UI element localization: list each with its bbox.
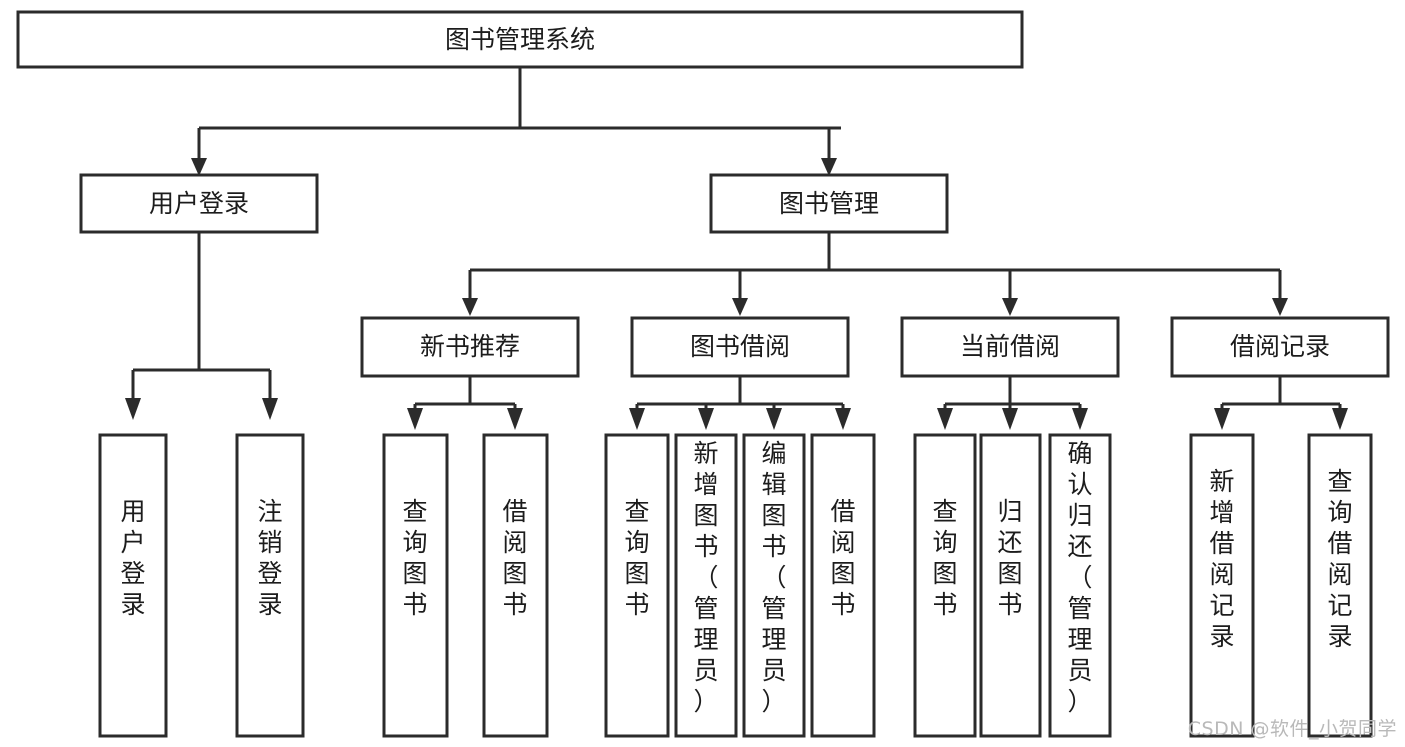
- node-leaf-add-book-admin[interactable]: 新增图书（管理员）: [674, 433, 738, 738]
- node-leaf-return-book[interactable]: 归还图书: [979, 433, 1042, 738]
- node-leaf-borrow-book-recommend[interactable]: 借阅图书: [482, 433, 549, 738]
- node-leaf-return-book-box[interactable]: [979, 433, 1042, 738]
- node-user-login-box[interactable]: [79, 173, 319, 234]
- node-new-book-recommend-box[interactable]: [360, 316, 580, 378]
- node-leaf-confirm-return-admin[interactable]: 确认归还（管理员）: [1048, 433, 1112, 738]
- node-leaf-edit-book-admin[interactable]: 编辑图书（管理员）: [742, 433, 806, 738]
- node-leaf-confirm-return-admin-box[interactable]: [1048, 433, 1112, 738]
- node-leaf-add-book-admin-label: 新增图书（管理员）: [693, 439, 718, 716]
- connector-root-to-level2: [191, 67, 841, 176]
- node-book-borrow[interactable]: 图书借阅: [630, 316, 850, 378]
- node-leaf-add-borrow-record-box[interactable]: [1189, 433, 1255, 738]
- node-leaf-logout-label: 注销登录: [257, 497, 282, 619]
- node-current-borrow-label: 当前借阅: [960, 332, 1060, 361]
- node-leaf-query-book-current[interactable]: 查询图书: [913, 433, 977, 738]
- node-leaf-logout-box[interactable]: [235, 433, 305, 738]
- node-leaf-borrow-book-recommend-label: 借阅图书: [502, 497, 527, 619]
- node-leaf-logout[interactable]: 注销登录: [235, 433, 305, 738]
- node-book-borrow-label: 图书借阅: [690, 332, 790, 361]
- node-current-borrow-box[interactable]: [900, 316, 1120, 378]
- node-new-book-recommend-label: 新书推荐: [420, 332, 520, 361]
- connector-new-book-to-leaves: [407, 376, 523, 430]
- connector-current-borrow-to-leaves: [937, 376, 1088, 430]
- node-user-login[interactable]: 用户登录: [79, 173, 319, 234]
- node-book-management[interactable]: 图书管理: [709, 173, 949, 234]
- node-leaf-query-book-current-box[interactable]: [913, 433, 977, 738]
- node-book-borrow-box[interactable]: [630, 316, 850, 378]
- node-leaf-query-book-borrow-label: 查询图书: [624, 497, 649, 619]
- node-leaf-query-book-current-label: 查询图书: [932, 497, 957, 619]
- node-user-login-label: 用户登录: [149, 189, 249, 218]
- node-leaf-borrow-book-recommend-box[interactable]: [482, 433, 549, 738]
- node-book-management-label: 图书管理: [779, 189, 879, 218]
- node-leaf-query-borrow-record-box[interactable]: [1307, 433, 1373, 738]
- node-leaf-query-book-recommend-label: 查询图书: [402, 497, 427, 619]
- connector-borrow-record-to-leaves: [1214, 376, 1348, 430]
- node-leaf-user-login[interactable]: 用户登录: [98, 433, 168, 738]
- node-leaf-add-book-admin-box[interactable]: [674, 433, 738, 738]
- node-leaf-borrow-book-label: 借阅图书: [830, 497, 855, 619]
- node-leaf-edit-book-admin-box[interactable]: [742, 433, 806, 738]
- node-leaf-add-borrow-record[interactable]: 新增借阅记录: [1189, 433, 1255, 738]
- node-leaf-query-borrow-record-label: 查询借阅记录: [1327, 467, 1352, 651]
- node-root-box[interactable]: [16, 10, 1024, 69]
- connector-user-login-to-leaves: [125, 232, 278, 420]
- node-book-management-box[interactable]: [709, 173, 949, 234]
- node-leaf-add-borrow-record-label: 新增借阅记录: [1209, 467, 1234, 651]
- node-leaf-query-borrow-record[interactable]: 查询借阅记录: [1307, 433, 1373, 738]
- node-leaf-query-book-borrow-box[interactable]: [604, 433, 670, 738]
- node-leaf-return-book-label: 归还图书: [997, 497, 1022, 619]
- node-borrow-record[interactable]: 借阅记录: [1170, 316, 1390, 378]
- node-borrow-record-box[interactable]: [1170, 316, 1390, 378]
- node-leaf-query-book-recommend[interactable]: 查询图书: [382, 433, 449, 738]
- connector-book-mgmt-to-level3: [462, 232, 1288, 316]
- connector-book-borrow-to-leaves: [629, 376, 851, 430]
- node-root[interactable]: 图书管理系统: [16, 10, 1024, 69]
- node-leaf-user-login-label: 用户登录: [120, 497, 145, 619]
- node-leaf-user-login-box[interactable]: [98, 433, 168, 738]
- node-leaf-query-book-recommend-box[interactable]: [382, 433, 449, 738]
- node-leaf-query-book-borrow[interactable]: 查询图书: [604, 433, 670, 738]
- node-borrow-record-label: 借阅记录: [1230, 332, 1330, 361]
- node-new-book-recommend[interactable]: 新书推荐: [360, 316, 580, 378]
- node-leaf-confirm-return-admin-label: 确认归还（管理员）: [1067, 439, 1092, 716]
- node-leaf-borrow-book[interactable]: 借阅图书: [810, 433, 876, 738]
- node-current-borrow[interactable]: 当前借阅: [900, 316, 1120, 378]
- node-leaf-edit-book-admin-label: 编辑图书（管理员）: [761, 439, 786, 716]
- node-root-label: 图书管理系统: [445, 25, 595, 54]
- node-leaf-borrow-book-box[interactable]: [810, 433, 876, 738]
